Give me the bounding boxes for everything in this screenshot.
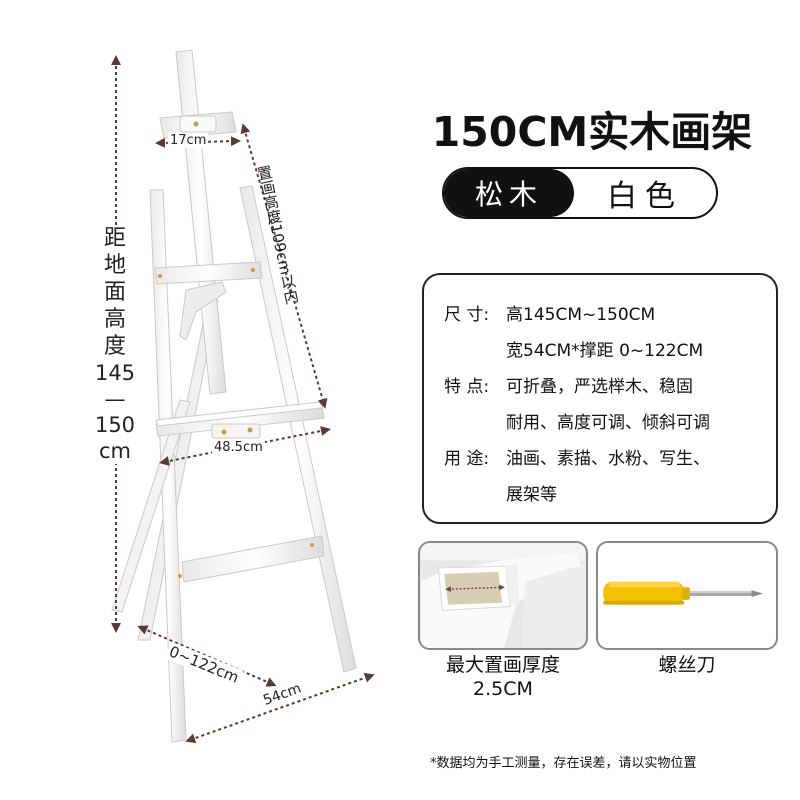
base-width-arrow	[185, 672, 375, 744]
screwdriver-icon	[599, 543, 775, 648]
spec-value: 油画、素描、水粉、写生、 展架等	[506, 441, 766, 513]
height-unit: cm	[98, 439, 131, 463]
height-label-char: 面	[103, 280, 126, 305]
height-range-dash: —	[104, 387, 126, 411]
spec-box: 尺 寸: 高145CM~150CM 宽54CM*撑距 0~122CM 特 点: …	[422, 273, 778, 524]
board-thickness-photo	[418, 541, 588, 650]
spec-row-usage: 用 途: 油画、素描、水粉、写生、 展架等	[444, 441, 766, 513]
board-caption-line1: 最大置画厚度	[445, 654, 560, 676]
height-max-value: 150	[94, 413, 136, 437]
height-min-value: 145	[94, 361, 136, 385]
top-clamp-width-label: 17cm	[168, 133, 209, 148]
color-option[interactable]: 白色	[607, 179, 683, 214]
easel-body	[111, 49, 357, 743]
board-thickness-caption: 最大置画厚度 2.5CM	[418, 653, 588, 701]
spec-line: 展架等	[506, 485, 557, 505]
screwdriver-caption: 螺丝刀	[658, 654, 716, 676]
spec-value: 可折叠，严选榉木、稳固 耐用、高度可调、倾斜可调	[506, 369, 766, 441]
board-caption-line2: 2.5CM	[473, 678, 533, 700]
spec-line: 宽54CM*撑距 0~122CM	[506, 341, 704, 361]
spec-line: 油画、素描、水粉、写生、	[506, 449, 710, 469]
measurement-footnote: *数据均为手工测量，存在误差，请以实物位置	[430, 756, 697, 771]
spec-key: 尺 寸:	[444, 305, 490, 325]
tray-width-label: 48.5cm	[212, 440, 265, 455]
screwdriver-photo	[596, 541, 778, 650]
spec-key: 用 途:	[444, 449, 490, 469]
easel-illustration-area: 17cm 置画高度109cm以内 48.5cm 0~122cm 54cm 距 地…	[92, 49, 375, 744]
easel-illustration	[111, 49, 375, 744]
dimension-arrows	[111, 55, 375, 744]
material-option[interactable]: 松木	[444, 169, 574, 217]
spec-key: 特 点:	[444, 377, 490, 397]
easel-screws	[158, 121, 314, 578]
height-from-ground-label: 距 地 面 高 度 145 — 150 cm	[92, 225, 138, 464]
color-selector[interactable]: 松木 白色	[442, 167, 718, 219]
height-label-char: 距	[103, 226, 126, 251]
product-title: 150CM实木画架	[431, 108, 753, 156]
spec-line: 可折叠，严选榉木、稳固	[506, 377, 693, 397]
height-label-char: 地	[103, 253, 126, 278]
height-label-char: 高	[103, 307, 126, 332]
spec-value: 高145CM~150CM 宽54CM*撑距 0~122CM	[506, 297, 766, 369]
height-label-char: 度	[103, 334, 126, 359]
spec-row-features: 特 点: 可折叠，严选榉木、稳固 耐用、高度可调、倾斜可调	[444, 369, 766, 441]
spec-line: 耐用、高度可调、倾斜可调	[506, 413, 710, 433]
spec-line: 高145CM~150CM	[506, 305, 656, 325]
spec-row-size: 尺 寸: 高145CM~150CM 宽54CM*撑距 0~122CM	[444, 297, 766, 369]
